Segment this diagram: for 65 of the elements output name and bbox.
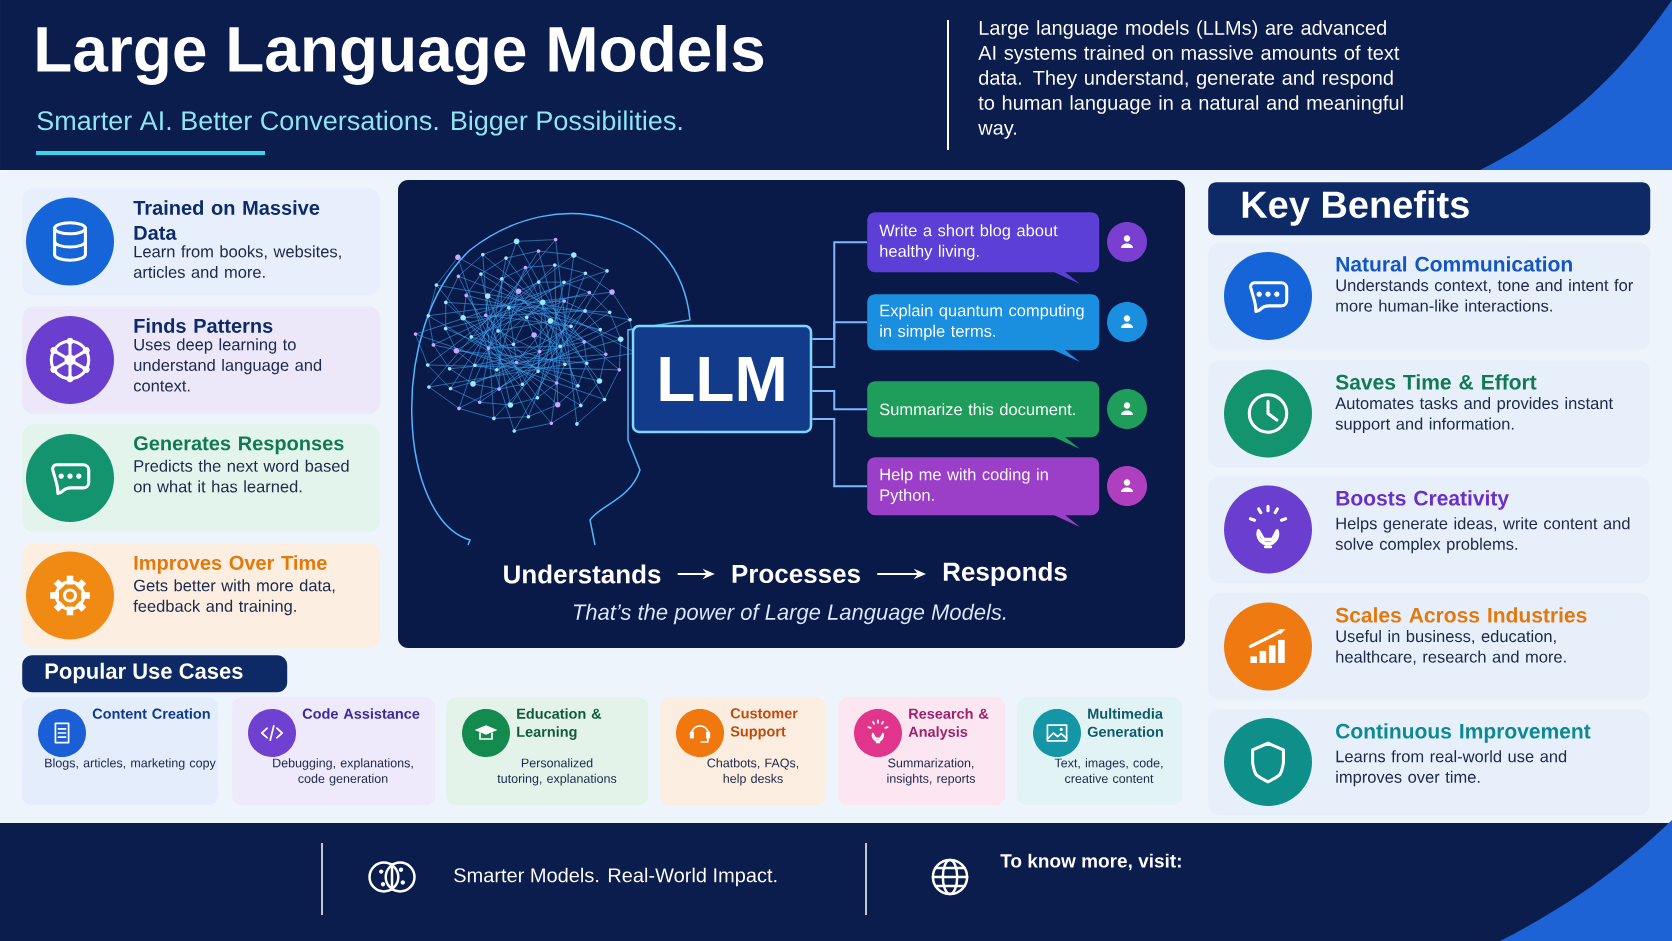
card-title: Research & Analysis	[908, 708, 989, 740]
connector-line	[811, 321, 868, 368]
section-header: Popular Use Cases	[22, 655, 288, 693]
step-label: Responds	[943, 561, 1067, 587]
card-title: Saves Time & Effort	[1335, 374, 1537, 390]
card-text: Summarization, insights, reports	[887, 758, 975, 786]
card-text: Understands context, tone and intent for more human-like interactions.	[1336, 279, 1633, 312]
card-title: Continuous Improvement	[1336, 723, 1591, 743]
card-text: Predicts the next word based on what it has learned.	[133, 459, 349, 493]
benefit-card	[1208, 242, 1651, 351]
card-text: Chatbots, FAQs, help desks	[707, 758, 799, 786]
card-text: Debugging, explanations, code generation	[273, 758, 413, 786]
feature-card	[22, 306, 381, 415]
card-title: Improves Over Time	[134, 555, 327, 574]
card-title: Trained on Massive Data	[133, 200, 320, 240]
card-text: Blogs, articles, marketing copy	[45, 758, 216, 770]
section-header: Key Benefits	[1208, 182, 1651, 236]
feature-card	[22, 188, 381, 296]
connector-line	[811, 241, 868, 340]
feature-card	[22, 424, 381, 533]
card-text: Uses deep learning to understand language and context.	[133, 338, 322, 392]
speech-bubble: Summarize this document.	[867, 381, 1100, 449]
card-title: Content Creation	[92, 708, 210, 719]
card-title: Code Assistance	[302, 708, 420, 719]
card-title: Education & Learning	[517, 708, 602, 740]
card-title: Boosts Creativity	[1336, 490, 1509, 510]
card-text: Automates tasks and provides instant support and information.	[1335, 397, 1613, 433]
card-text: Helps generate ideas, write content and solve complex problems.	[1335, 517, 1630, 554]
use-case-card	[446, 697, 649, 806]
llm-box: LLM	[631, 324, 813, 434]
intro-paragraph: Large language models (LLMs) are advanced AI systems trained on massive amounts of text data. They understand, generate and respond to human language in a natural and meaningful way.	[978, 20, 1403, 139]
card-title: Natural Communication	[1336, 256, 1572, 272]
use-case-card	[660, 697, 827, 806]
card-text: Gets better with more data, feedback and training.	[133, 579, 335, 616]
speech-bubble: Write a short blog about healthy living.	[867, 212, 1100, 284]
benefit-card	[1208, 593, 1651, 701]
benefit-card	[1208, 360, 1651, 468]
card-text: Personalized tutoring, explanations	[497, 758, 617, 786]
step-label: Processes	[732, 564, 860, 584]
use-case-card	[838, 697, 1006, 806]
card-title: Finds Patterns	[134, 318, 273, 333]
step-label: Understands	[504, 564, 661, 584]
feature-card	[22, 543, 381, 649]
use-case-card	[22, 697, 219, 806]
card-title: Generates Responses	[134, 436, 344, 455]
card-text: Learns from real-world use and improves over time.	[1336, 750, 1567, 787]
use-case-card	[232, 697, 436, 806]
tagline: That’s the power of Large Language Models.	[573, 603, 1006, 625]
subtitle: Smarter AI. Better Conversations. Bigger Possibilities.	[37, 110, 682, 136]
connector-line	[811, 390, 868, 411]
card-text: Learn from books, websites, articles and more.	[133, 245, 341, 278]
speech-bubble: Help me with coding in Python.	[867, 457, 1100, 527]
card-title: Customer Support	[730, 708, 798, 740]
footer-text: To know more, visit:	[1000, 853, 1181, 871]
speech-bubble: Explain quantum computing in simple terms.	[867, 294, 1100, 362]
benefit-card	[1208, 709, 1651, 816]
card-title: Scales Across Industries	[1335, 607, 1587, 623]
use-case-card	[1017, 697, 1183, 806]
benefit-card	[1208, 476, 1651, 584]
connector-line	[811, 418, 868, 488]
footer-slogan: Smarter Models. Real-World Impact.	[454, 867, 777, 887]
card-text: Useful in business, education, healthcare, research and more.	[1336, 630, 1566, 665]
card-text: Text, images, code, creative content	[1054, 758, 1163, 783]
card-title: Multimedia Generation	[1087, 708, 1164, 737]
page-title: Large Language Models	[37, 25, 764, 85]
